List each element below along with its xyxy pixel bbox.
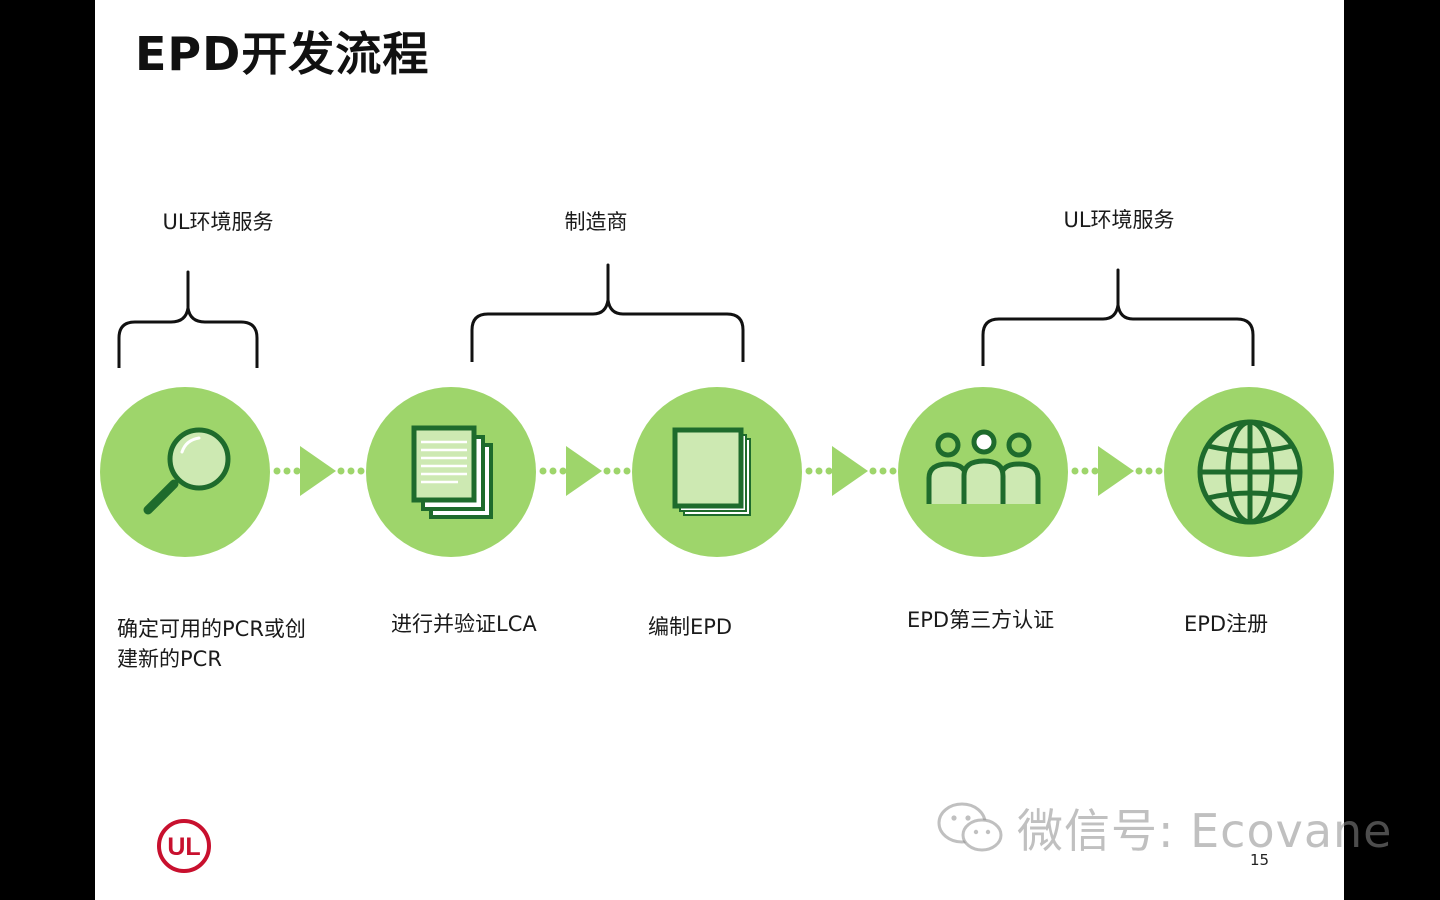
watermark-text: 微信号: Ecovane	[1017, 804, 1393, 858]
connector-4	[1071, 446, 1163, 496]
ul-logo-text: UL	[167, 833, 200, 861]
document-pages-icon	[672, 427, 751, 516]
connector-1	[273, 446, 365, 496]
page-number: 15	[1250, 851, 1270, 869]
people-group-icon	[926, 429, 1041, 504]
step-label-1: 确定可用的PCR或创 建新的PCR	[117, 614, 306, 674]
step-label-5: EPD注册	[1184, 612, 1269, 636]
brace-2	[470, 263, 745, 362]
ul-logo: UL	[157, 819, 211, 873]
page-title: EPD开发流程	[135, 27, 430, 81]
wechat-icon	[937, 802, 1003, 852]
brace-3	[981, 268, 1255, 366]
brace-1	[117, 270, 259, 368]
step-label-3: 编制EPD	[648, 615, 733, 639]
group-label-ul-environment-2: UL环境服务	[1063, 208, 1175, 232]
watermark: 微信号: Ecovane	[935, 795, 1393, 861]
magnifier-icon	[143, 427, 231, 515]
step-label-2: 进行并验证LCA	[391, 612, 537, 636]
step-label-4: EPD第三方认证	[907, 608, 1055, 632]
globe-icon	[1197, 419, 1303, 525]
connector-3	[805, 446, 897, 496]
documents-stack-icon	[411, 425, 493, 519]
step-label-1-line-1: 确定可用的PCR或创	[117, 617, 306, 641]
step-label-1-line-2: 建新的PCR	[117, 647, 222, 671]
connectors	[273, 446, 1163, 496]
group-label-ul-environment-1: UL环境服务	[162, 210, 274, 234]
group-label-manufacturer: 制造商	[564, 210, 628, 234]
connector-2	[539, 446, 631, 496]
